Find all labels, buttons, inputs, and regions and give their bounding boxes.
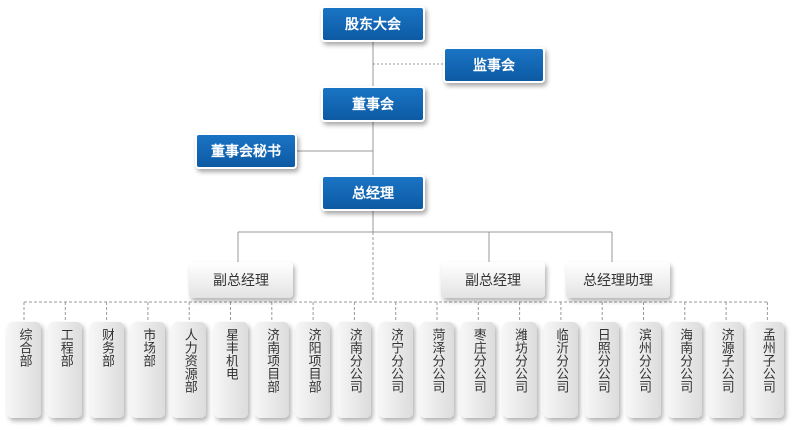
department-box[interactable]: 济南分公司 <box>337 322 372 418</box>
department-label: 财务部 <box>99 328 115 367</box>
department-box[interactable]: 市场部 <box>130 322 165 418</box>
department-label: 菏泽分公司 <box>429 328 445 393</box>
board-secretary-box[interactable]: 董事会秘书 <box>195 133 297 169</box>
department-box[interactable]: 临沂分公司 <box>543 322 578 418</box>
deputy-general-manager-box-1[interactable]: 副总经理 <box>189 262 293 298</box>
general-manager-label: 总经理 <box>352 186 394 202</box>
department-label: 海南分公司 <box>677 328 693 393</box>
department-label: 工程部 <box>57 328 73 367</box>
supervisory-board-label: 监事会 <box>473 58 515 74</box>
department-label: 济南分公司 <box>346 328 362 393</box>
gm-assistant-label: 总经理助理 <box>583 273 653 289</box>
department-box[interactable]: 星丰机电 <box>213 322 248 418</box>
department-label: 济源子公司 <box>718 328 734 393</box>
department-box[interactable]: 综合部 <box>7 322 41 418</box>
department-label: 潍坊分公司 <box>512 328 528 393</box>
department-box[interactable]: 财务部 <box>89 322 124 418</box>
department-box[interactable]: 枣庄分公司 <box>461 322 496 418</box>
supervisory-board-box[interactable]: 监事会 <box>443 47 545 83</box>
deputy-general-manager-label-1: 副总经理 <box>213 273 269 289</box>
department-label: 滨州分公司 <box>636 328 651 393</box>
department-label: 枣庄分公司 <box>470 328 486 393</box>
department-label: 孟州子公司 <box>759 328 775 393</box>
shareholders-meeting-label: 股东大会 <box>345 17 401 33</box>
department-box[interactable]: 海南分公司 <box>667 322 702 418</box>
department-label: 人力资源部 <box>181 328 197 393</box>
department-label: 济南项目部 <box>264 328 280 393</box>
department-box[interactable]: 济南项目部 <box>254 322 289 418</box>
department-label: 临沂分公司 <box>553 328 569 393</box>
department-box[interactable]: 人力资源部 <box>172 322 207 418</box>
department-label: 星丰机电 <box>223 328 238 380</box>
department-box[interactable]: 潍坊分公司 <box>502 322 537 418</box>
department-box[interactable]: 工程部 <box>48 322 83 418</box>
board-of-directors-box[interactable]: 董事会 <box>321 86 425 122</box>
board-secretary-label: 董事会秘书 <box>211 144 281 160</box>
department-label: 济宁分公司 <box>388 328 404 393</box>
department-box[interactable]: 济源子公司 <box>709 322 744 418</box>
department-box[interactable]: 济宁分公司 <box>378 322 413 418</box>
board-of-directors-label: 董事会 <box>352 97 394 113</box>
department-box[interactable]: 济阳项目部 <box>296 322 331 418</box>
department-label: 济阳项目部 <box>305 328 321 393</box>
deputy-general-manager-label-2: 副总经理 <box>465 273 521 289</box>
department-label: 市场部 <box>140 328 156 367</box>
department-label: 日照分公司 <box>594 328 610 393</box>
shareholders-meeting-box[interactable]: 股东大会 <box>321 6 425 42</box>
department-box[interactable]: 滨州分公司 <box>626 322 661 418</box>
general-manager-box[interactable]: 总经理 <box>321 175 425 211</box>
department-box[interactable]: 孟州子公司 <box>750 322 785 418</box>
gm-assistant-box[interactable]: 总经理助理 <box>566 262 670 298</box>
department-box[interactable]: 日照分公司 <box>585 322 620 418</box>
deputy-general-manager-box-2[interactable]: 副总经理 <box>441 262 545 298</box>
department-box[interactable]: 菏泽分公司 <box>420 322 454 418</box>
department-label: 综合部 <box>16 328 32 367</box>
